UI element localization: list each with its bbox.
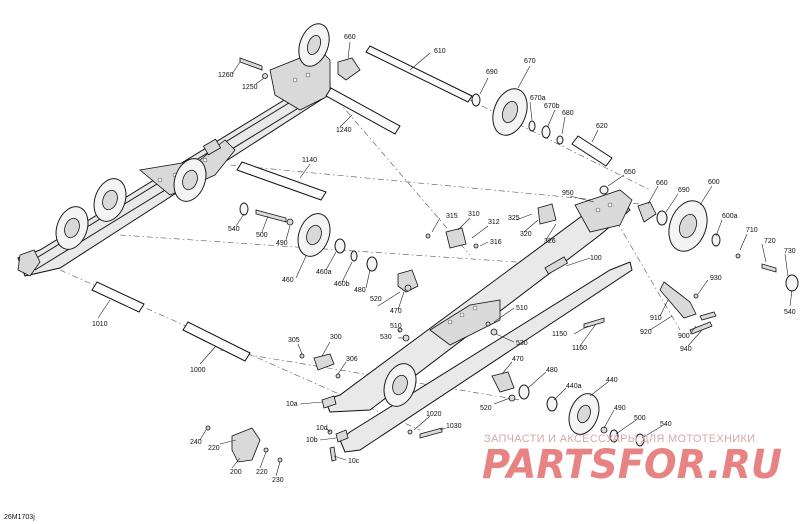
label-610: 610 — [434, 48, 446, 55]
label-540-right: 540 — [784, 309, 796, 316]
label-240: 240 — [190, 439, 202, 446]
label-490: 490 — [276, 240, 288, 247]
label-540: 540 — [228, 226, 240, 233]
label-940: 940 — [680, 346, 692, 353]
label-680: 680 — [562, 110, 574, 117]
label-1000: 1000 — [190, 367, 206, 374]
label-620: 620 — [596, 123, 608, 130]
label-230: 230 — [272, 477, 284, 484]
label-470: 470 — [390, 308, 402, 315]
label-1010: 1010 — [92, 321, 108, 328]
idler-wheels-left-rail — [55, 23, 330, 250]
label-1030: 1030 — [446, 423, 462, 430]
label-530-right: 530 — [516, 340, 528, 347]
label-220-right: 220 — [256, 469, 268, 476]
label-315: 315 — [446, 213, 458, 220]
label-530: 530 — [380, 334, 392, 341]
label-316: 316 — [490, 239, 502, 246]
label-10c: 10c — [348, 458, 360, 465]
label-312: 312 — [488, 219, 500, 226]
label-1160: 1160 — [572, 345, 587, 352]
diagram-code: 26M1703j — [4, 514, 35, 521]
label-320: 320 — [520, 231, 532, 238]
label-480: 480 — [354, 287, 366, 294]
label-540-bottom: 540 — [660, 421, 672, 428]
label-670: 670 — [524, 58, 536, 65]
watermark-brand: PARTSFOR.RU — [482, 442, 782, 488]
label-460b: 460b — [334, 281, 350, 288]
label-660-right: 660 — [656, 180, 668, 187]
label-500: 500 — [256, 232, 268, 239]
idler-wheels-right-rail — [297, 88, 708, 435]
label-690: 690 — [486, 69, 498, 76]
label-460a: 460a — [316, 269, 332, 276]
label-690-right: 690 — [678, 187, 690, 194]
label-10b: 10b — [306, 437, 318, 444]
label-520-right: 520 — [480, 405, 492, 412]
label-200: 200 — [230, 469, 242, 476]
label-1140: 1140 — [302, 157, 317, 164]
watermark-caption: ЗАПЧАСТИ И АКСЕССУАРЫ ДЛЯ МОТОТЕХНИКИ — [484, 433, 755, 445]
label-650: 650 — [624, 169, 636, 176]
label-325: 325 — [508, 215, 520, 222]
label-10d: 10d — [316, 425, 328, 432]
label-660: 660 — [344, 34, 356, 41]
label-305: 305 — [288, 337, 300, 344]
label-100: 100 — [590, 255, 602, 262]
label-1260: 1260 — [218, 72, 234, 79]
label-910: 910 — [650, 315, 662, 322]
label-306: 306 — [346, 356, 358, 363]
leader-lines — [97, 41, 793, 477]
cross-shafts — [91, 45, 613, 362]
label-310: 310 — [468, 211, 480, 218]
part-number-labels: 610 660 1260 1250 690 670 670a 670b 680 … — [92, 34, 796, 484]
label-510: 510 — [390, 323, 402, 330]
label-900: 900 — [678, 333, 690, 340]
label-710: 710 — [746, 227, 758, 234]
label-10a: 10a — [286, 401, 298, 408]
label-730: 730 — [784, 248, 796, 255]
label-326: 326 — [544, 238, 556, 245]
label-440: 440 — [606, 377, 618, 384]
watermark: ЗАПЧАСТИ И АКСЕССУАРЫ ДЛЯ МОТОТЕХНИКИ PA… — [482, 433, 782, 488]
label-300: 300 — [330, 334, 342, 341]
label-500-right: 500 — [634, 415, 646, 422]
label-1020: 1020 — [426, 411, 442, 418]
label-600: 600 — [708, 179, 720, 186]
label-1240: 1240 — [336, 127, 352, 134]
label-720: 720 — [764, 238, 776, 245]
label-220: 220 — [208, 445, 220, 452]
label-460: 460 — [282, 277, 294, 284]
label-1250: 1250 — [242, 84, 258, 91]
label-600a: 600a — [722, 213, 738, 220]
label-950: 950 — [562, 190, 574, 197]
label-490-right: 490 — [614, 405, 626, 412]
right-rail-assembly — [324, 189, 633, 453]
label-480-right: 480 — [546, 367, 558, 374]
hardware-small-parts — [205, 57, 799, 463]
label-670a: 670a — [530, 95, 546, 102]
label-670b: 670b — [544, 103, 560, 110]
label-520: 520 — [370, 296, 382, 303]
label-1150: 1150 — [552, 331, 567, 338]
label-510-right: 510 — [516, 305, 528, 312]
label-920: 920 — [640, 329, 652, 336]
label-440a: 440a — [566, 383, 582, 390]
label-930: 930 — [710, 275, 722, 282]
label-470-right: 470 — [512, 356, 524, 363]
